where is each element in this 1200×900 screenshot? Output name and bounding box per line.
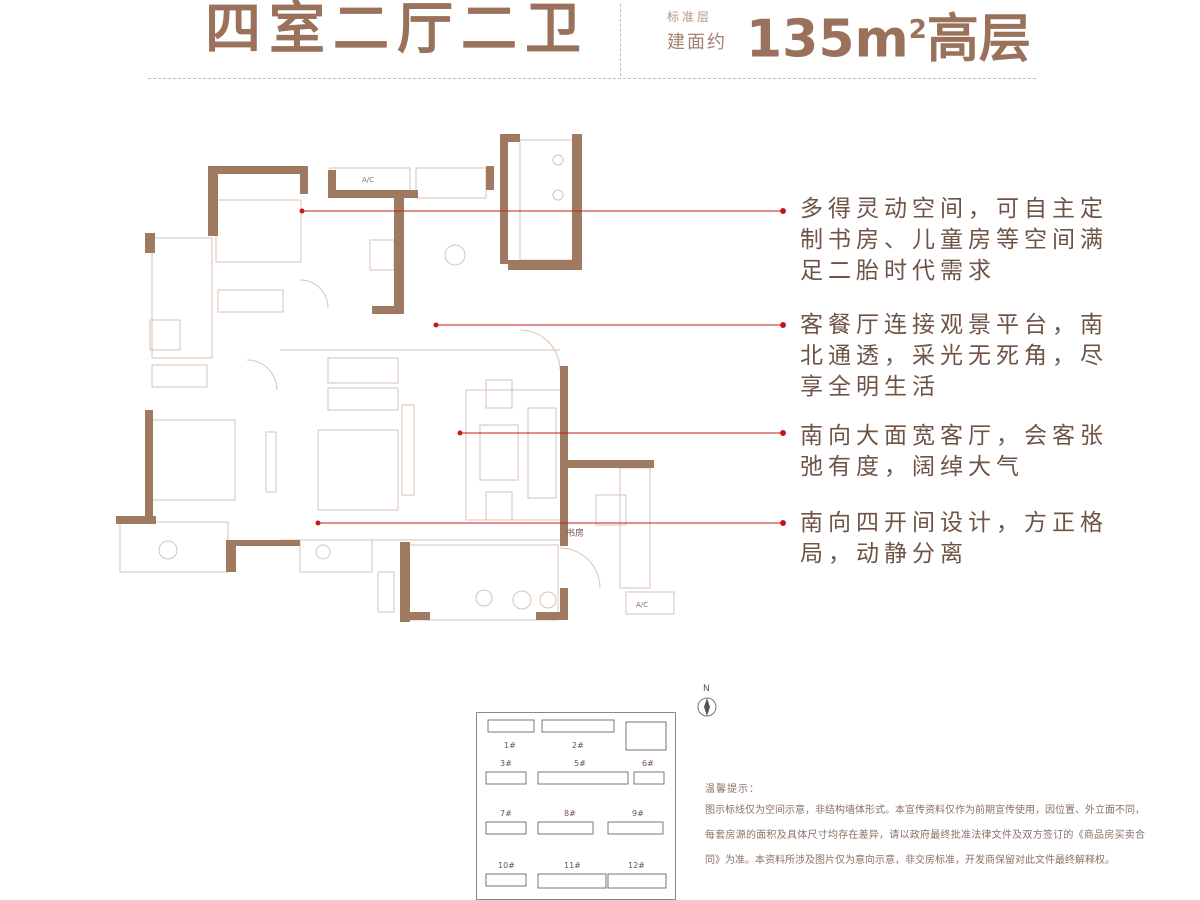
building-label: 1# [504, 741, 516, 750]
building-label: 11# [564, 861, 581, 870]
leader-lines [302, 210, 783, 524]
area-value: 135m2高层 [746, 0, 1031, 69]
building-label: 7# [500, 809, 512, 818]
title-divider [620, 4, 622, 76]
building-label: 2# [572, 741, 584, 750]
feature-text: 南向四开间设计，方正格局，动静分离 [800, 510, 1108, 567]
feature-text: 多得灵动空间，可自主定制书房、儿童房等空间满足二胎时代需求 [800, 196, 1108, 284]
floor-plan: 书房 A/C A/C [116, 134, 786, 622]
floor-type-label: 标准层 [667, 10, 713, 24]
building-label: 12# [628, 861, 645, 870]
area-superscript: 2 [908, 15, 927, 45]
leader-dots [299, 208, 786, 526]
area-number: 135m [746, 9, 909, 70]
site-buildings [485, 719, 667, 889]
feature-text: 客餐厅连接观景平台，南北通透，采光无死角，尽享全明生活 [800, 312, 1108, 400]
site-labels: 1# 2# 3# 5# 6# 7# 8# 9# 10# 11# 12# [498, 741, 654, 870]
building-label: 5# [574, 759, 586, 768]
building-label: 8# [564, 809, 576, 818]
ac-label: A/C [362, 176, 374, 184]
study-label: 书房 [566, 527, 584, 539]
compass-label: N [703, 684, 710, 694]
header-rule [148, 78, 1036, 79]
feature-text: 南向大面宽客厅，会客张弛有度，阔绰大气 [800, 423, 1108, 480]
notice-body: 图示标线仅为空间示意，非结构墙体形式。本宣传资料仅作为前期宣传使用，因位置、外立… [705, 805, 1145, 866]
notice-title: 温馨提示： [705, 784, 760, 795]
building-label: 3# [500, 759, 512, 768]
layout-title: 四室二厅二卫 [205, 0, 589, 62]
compass-icon: N [697, 684, 717, 717]
building-label: 10# [498, 861, 515, 870]
site-map: 1# 2# 3# 5# 6# 7# 8# 9# 10# 11# 12# [476, 712, 676, 900]
ac-label: A/C [636, 601, 648, 609]
building-type: 高层 [926, 9, 1031, 70]
walls [116, 134, 654, 622]
area-label: 建面约 [667, 32, 727, 53]
building-label: 9# [632, 809, 644, 818]
building-label: 6# [642, 759, 654, 768]
